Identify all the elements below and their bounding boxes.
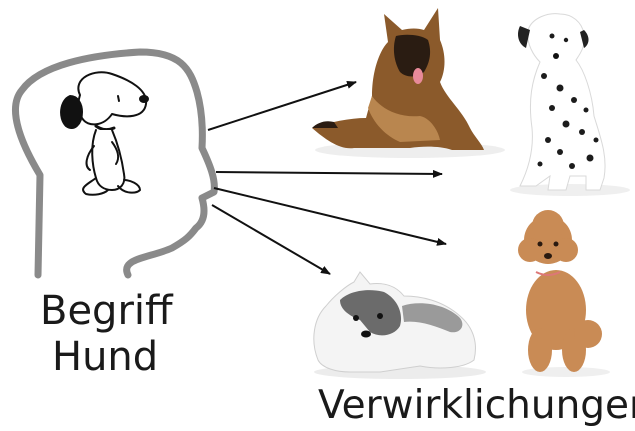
dalmatian-photo xyxy=(510,13,630,196)
arrow-to-poodle xyxy=(213,187,447,246)
head-profile-outline xyxy=(12,48,218,279)
realizations-label: Verwirklichungen xyxy=(318,383,635,428)
arrows xyxy=(207,80,447,275)
arrow-to-dalmatian xyxy=(215,169,443,178)
cartoon-dog-icon xyxy=(60,71,149,196)
concept-label-line1: Begriff xyxy=(40,288,173,334)
husky-puppy-photo xyxy=(313,271,486,379)
arrow-to-german-shepherd xyxy=(207,80,357,131)
concept-label-line2: Hund xyxy=(52,334,159,380)
arrow-to-husky xyxy=(211,204,331,275)
german-shepherd-photo xyxy=(312,8,505,158)
poodle-photo xyxy=(518,210,610,377)
